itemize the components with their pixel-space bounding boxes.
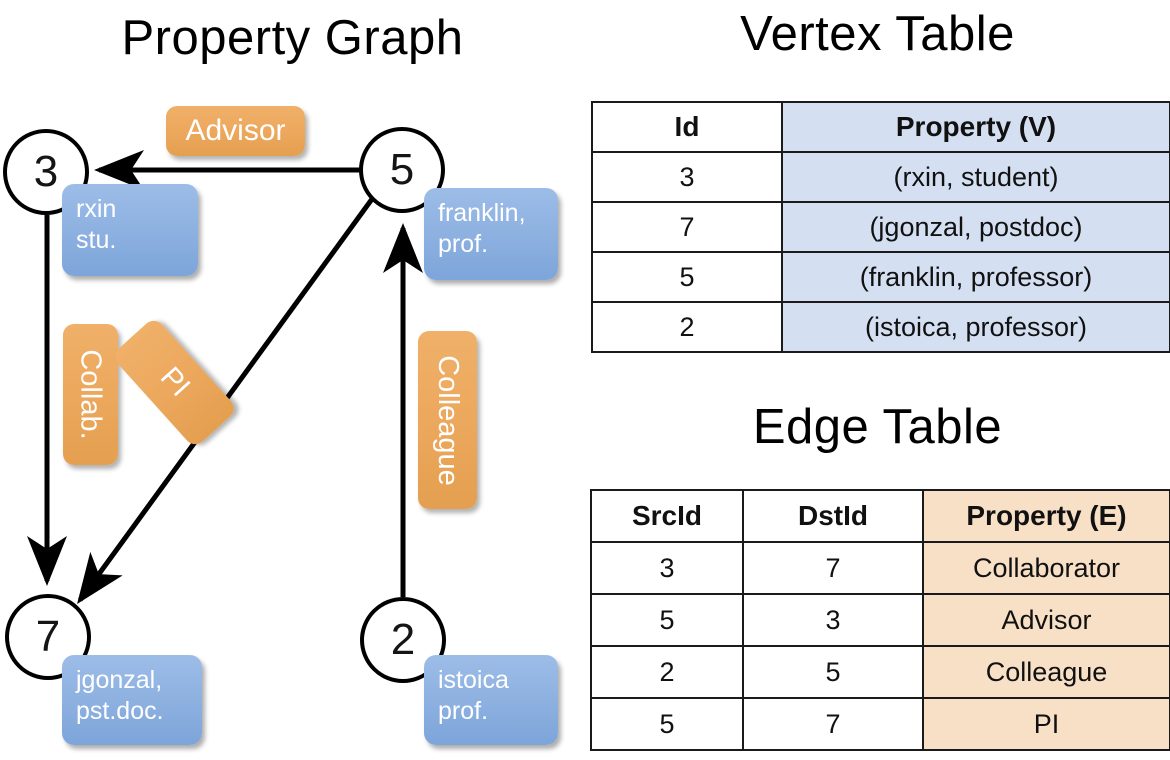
table-row[interactable]: 5 7 PI bbox=[590, 697, 1170, 751]
vertex-table-header-row: Id Property (V) bbox=[591, 101, 1170, 153]
edge-row-3-src: 5 bbox=[590, 697, 744, 751]
edge-row-1-dst: 3 bbox=[742, 593, 924, 647]
vertex-row-1-id: 7 bbox=[591, 201, 783, 253]
property-box-jgonzal-role: pst.doc. bbox=[76, 696, 164, 725]
vertex-row-3-id: 2 bbox=[591, 301, 783, 353]
property-graph-diagram: 3 5 7 2 rxin stu. franklin, prof. jgonza… bbox=[3, 106, 558, 745]
property-box-jgonzal[interactable]: jgonzal, pst.doc. bbox=[62, 655, 202, 745]
vertex-row-2-property: (franklin, professor) bbox=[781, 251, 1170, 303]
vertex-row-1-property: (jgonzal, postdoc) bbox=[781, 201, 1170, 253]
property-box-istoica[interactable]: istoica prof. bbox=[424, 655, 558, 745]
edge-table-header-srcid: SrcId bbox=[590, 489, 744, 543]
page-title-edge-table: Edge Table bbox=[752, 400, 1003, 454]
vertex-table: Id Property (V) 3 (rxin, student) 7 (jgo… bbox=[591, 101, 1170, 353]
edge-table-header-dstid: DstId bbox=[742, 489, 924, 543]
edge-row-2-dst: 5 bbox=[742, 645, 924, 699]
table-row[interactable]: 2 (istoica, professor) bbox=[591, 301, 1170, 353]
edge-row-1-src: 5 bbox=[590, 593, 744, 647]
property-box-franklin-role: prof. bbox=[438, 229, 489, 258]
edge-table: SrcId DstId Property (E) 3 7 Collaborato… bbox=[590, 489, 1170, 751]
vertex-row-0-property: (rxin, student) bbox=[781, 151, 1170, 203]
property-box-rxin[interactable]: rxin stu. bbox=[62, 184, 198, 276]
table-row[interactable]: 3 7 Collaborator bbox=[590, 541, 1170, 595]
vertex-row-2-id: 5 bbox=[591, 251, 783, 303]
property-box-rxin-name: rxin bbox=[76, 195, 117, 223]
edge-label-collab[interactable]: Collab. bbox=[63, 324, 118, 465]
table-row[interactable]: 5 (franklin, professor) bbox=[591, 251, 1170, 303]
property-box-istoica-role: prof. bbox=[438, 696, 489, 725]
edge-label-pi-text: PI bbox=[153, 361, 196, 404]
edge-row-0-property: Collaborator bbox=[922, 541, 1170, 595]
edge-row-3-dst: 7 bbox=[742, 697, 924, 751]
edge-label-colleague[interactable]: Colleague bbox=[418, 331, 477, 509]
edge-row-2-property: Colleague bbox=[922, 645, 1170, 699]
edge-row-0-src: 3 bbox=[590, 541, 744, 595]
edge-label-collab-text: Collab. bbox=[75, 349, 107, 440]
table-row[interactable]: 7 (jgonzal, postdoc) bbox=[591, 201, 1170, 253]
edge-label-advisor[interactable]: Advisor bbox=[166, 106, 305, 156]
vertex-row-0-id: 3 bbox=[591, 151, 783, 203]
graph-node-5[interactable]: 5 bbox=[359, 127, 445, 213]
page-title-vertex-table: Vertex Table bbox=[740, 7, 1015, 61]
vertex-table-header-id: Id bbox=[591, 101, 783, 153]
graph-node-2[interactable]: 2 bbox=[360, 597, 446, 683]
edge-table-header-row: SrcId DstId Property (E) bbox=[590, 489, 1170, 543]
table-row[interactable]: 3 (rxin, student) bbox=[591, 151, 1170, 203]
edge-row-0-dst: 7 bbox=[742, 541, 924, 595]
edge-table-header-property: Property (E) bbox=[922, 489, 1170, 543]
property-box-franklin[interactable]: franklin, prof. bbox=[424, 188, 558, 280]
property-box-rxin-role: stu. bbox=[76, 225, 117, 254]
page-title-property-graph: Property Graph bbox=[121, 11, 464, 65]
table-row[interactable]: 5 3 Advisor bbox=[590, 593, 1170, 647]
edge-row-1-property: Advisor bbox=[922, 593, 1170, 647]
vertex-table-header-property: Property (V) bbox=[781, 101, 1170, 153]
property-box-istoica-name: istoica bbox=[438, 666, 509, 694]
edge-row-2-src: 2 bbox=[590, 645, 744, 699]
property-box-jgonzal-name: jgonzal, bbox=[76, 666, 163, 694]
table-row[interactable]: 2 5 Colleague bbox=[590, 645, 1170, 699]
edge-row-3-property: PI bbox=[922, 697, 1170, 751]
edge-label-advisor-text: Advisor bbox=[185, 114, 286, 147]
property-box-franklin-name: franklin, bbox=[438, 199, 526, 227]
edge-label-colleague-text: Colleague bbox=[432, 354, 465, 486]
vertex-row-3-property: (istoica, professor) bbox=[781, 301, 1170, 353]
